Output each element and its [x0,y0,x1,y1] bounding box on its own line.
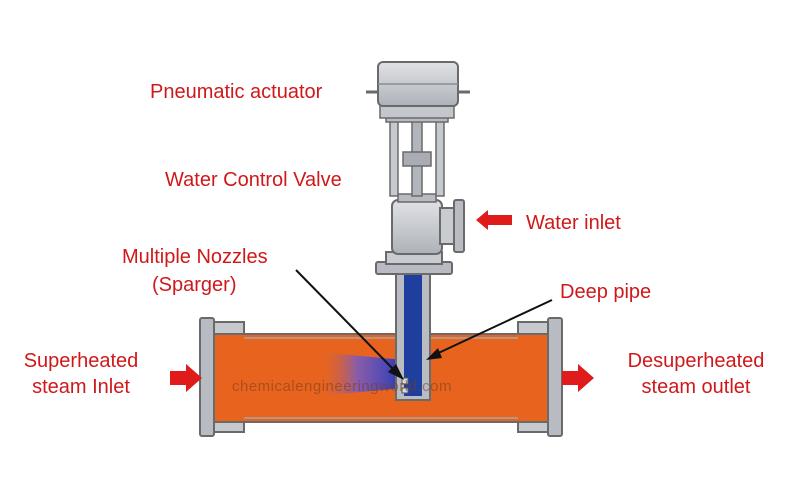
pneumatic-actuator-label: Pneumatic actuator [150,81,323,103]
sparger-label: (Sparger) [152,274,237,296]
water-control-valve-label: Water Control Valve [165,169,342,191]
deep-pipe-label: Deep pipe [560,281,652,303]
water-control-valve-body [391,193,465,255]
mounting-flange [375,251,453,275]
steam-inlet-arrow [170,364,202,392]
superheated-steam-inlet-label: Superheated steam Inlet [6,348,156,400]
water-inlet-arrow [476,210,512,230]
watermark: chemicalengineeringworld.com [232,378,452,395]
deep-pipe-leader-arrowhead [426,348,442,360]
valve-yoke [385,115,449,197]
steam-outlet-arrow [562,364,594,392]
desuperheated-label-line1: Desuperheated [627,350,765,372]
deep-pipe-leader-line [431,299,553,357]
superheated-label-line1: Superheated [23,350,139,372]
deep-pipe [395,267,431,401]
water-spray [318,352,404,396]
nozzles-leader-arrowhead [388,364,404,380]
pneumatic-actuator [366,61,470,119]
water-inlet-label: Water inlet [526,212,621,234]
desuperheated-label-line2: steam outlet [641,376,751,398]
nozzles-leader-line [295,269,399,375]
superheated-label-line2: steam Inlet [32,376,130,398]
multiple-nozzles-label: Multiple Nozzles [122,246,268,268]
desuperheated-steam-outlet-label: Desuperheated steam outlet [608,348,784,400]
